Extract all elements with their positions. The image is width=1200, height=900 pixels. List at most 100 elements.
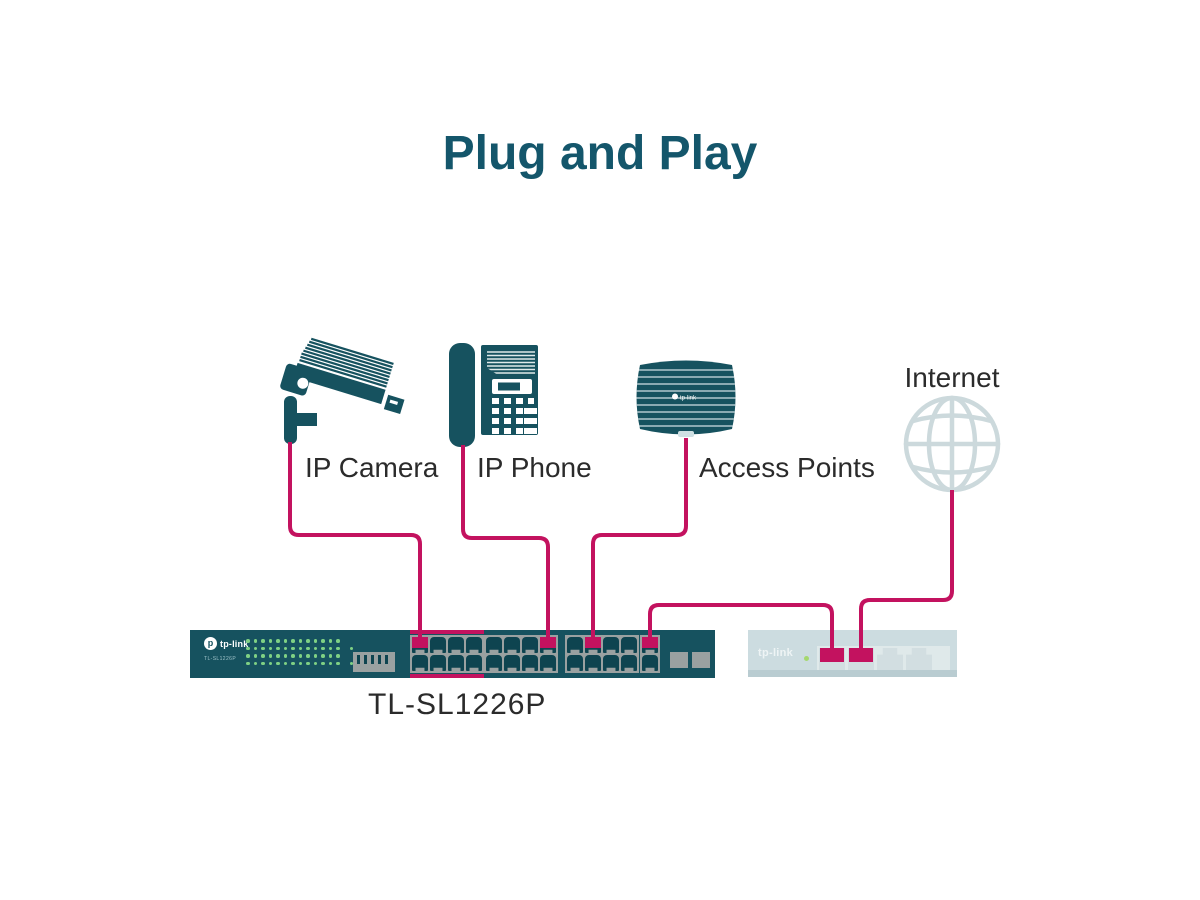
sfp-slot (692, 652, 710, 668)
switch-port (504, 637, 520, 653)
switch-port (642, 637, 658, 653)
led-dot (283, 661, 287, 665)
ip-camera-label: IP Camera (305, 452, 439, 483)
switch-port (466, 655, 482, 671)
led-dot (313, 646, 317, 650)
led-dot (321, 646, 325, 650)
led-dot (298, 646, 302, 650)
port-group (565, 635, 639, 673)
switch-port (466, 637, 482, 653)
led-dot (298, 661, 302, 665)
switch-port (412, 637, 428, 653)
led-dot (283, 646, 287, 650)
led-dot (336, 646, 340, 650)
switch-device: p tp-link TL-SL1226P (190, 630, 715, 678)
led-dot (246, 639, 250, 643)
led-dot (313, 654, 317, 658)
led-dot (313, 661, 317, 665)
led-dot (276, 661, 280, 665)
switch-port (430, 655, 446, 671)
led-dot (268, 654, 272, 658)
switch-brand-logo: p tp-link (204, 637, 248, 650)
led-dot (276, 646, 280, 650)
switch-brand-text: tp-link (220, 638, 249, 649)
switch-port (522, 637, 538, 653)
led-dot (298, 654, 302, 658)
sfp-slot (670, 652, 688, 668)
led-dot (336, 661, 340, 665)
switch-port (585, 655, 601, 671)
router-port (906, 648, 932, 670)
led-dot (253, 654, 257, 658)
access-point-icon: tp-link (636, 360, 736, 437)
cable-internet-router (859, 490, 954, 652)
switch-model-label: TL-SL1226P (368, 688, 547, 721)
switch-port (603, 655, 619, 671)
led-dot (306, 661, 310, 665)
switch-port (621, 655, 637, 671)
router-device: tp-link (748, 630, 957, 677)
led-dot (328, 646, 332, 650)
router-port (848, 648, 874, 670)
led-dot (349, 661, 353, 665)
page-title: Plug and Play (442, 127, 758, 180)
led-dot (321, 661, 325, 665)
led-dot (321, 654, 325, 658)
led-dot (328, 654, 332, 658)
led-dot (336, 654, 340, 658)
router-brand-label: tp-link (758, 647, 794, 659)
switch-port (567, 655, 583, 671)
led-dot (253, 639, 257, 643)
switch-port (567, 637, 583, 653)
led-dot (268, 639, 272, 643)
led-dot (283, 639, 287, 643)
led-dot (246, 654, 250, 658)
router-led (804, 656, 809, 661)
led-dot (261, 661, 265, 665)
router-port (877, 648, 903, 670)
led-dot (268, 646, 272, 650)
sfp-area (670, 652, 710, 668)
dip-switch (353, 652, 395, 672)
ip-phone-label: IP Phone (477, 452, 592, 483)
led-dot (261, 639, 265, 643)
ip-camera-icon (280, 337, 405, 444)
access-point-logo-roundel (672, 393, 678, 400)
internet-label: Internet (904, 362, 1000, 393)
switch-port (522, 655, 538, 671)
router-port (819, 648, 845, 670)
switch-port (448, 637, 464, 653)
switch-port (540, 655, 556, 671)
internet-globe-icon (903, 395, 1001, 493)
led-dot (291, 654, 295, 658)
led-dot (261, 646, 265, 650)
led-dot (276, 639, 280, 643)
led-dot (253, 661, 257, 665)
led-dot (291, 646, 295, 650)
switch-port (448, 655, 464, 671)
led-dot (291, 661, 295, 665)
access-point-brand-text: tp-link (680, 396, 697, 402)
led-dot (283, 654, 287, 658)
led-dot (349, 646, 353, 650)
switch-port (621, 637, 637, 653)
switch-port (430, 637, 446, 653)
switch-port (486, 655, 502, 671)
led-dot (306, 646, 310, 650)
led-dot (261, 654, 265, 658)
tp-link-roundel-icon: p (204, 637, 217, 650)
ip-phone-icon (449, 343, 538, 447)
led-dot (246, 646, 250, 650)
led-dot (306, 654, 310, 658)
switch-port (540, 637, 556, 653)
led-dot (246, 661, 250, 665)
switch-port (486, 637, 502, 653)
switch-model-text: TL-SL1226P (204, 656, 237, 662)
led-dot (268, 661, 272, 665)
port-group (410, 630, 484, 678)
port-group (484, 635, 558, 673)
port-group (640, 635, 660, 673)
switch-port (504, 655, 520, 671)
switch-port (585, 637, 601, 653)
